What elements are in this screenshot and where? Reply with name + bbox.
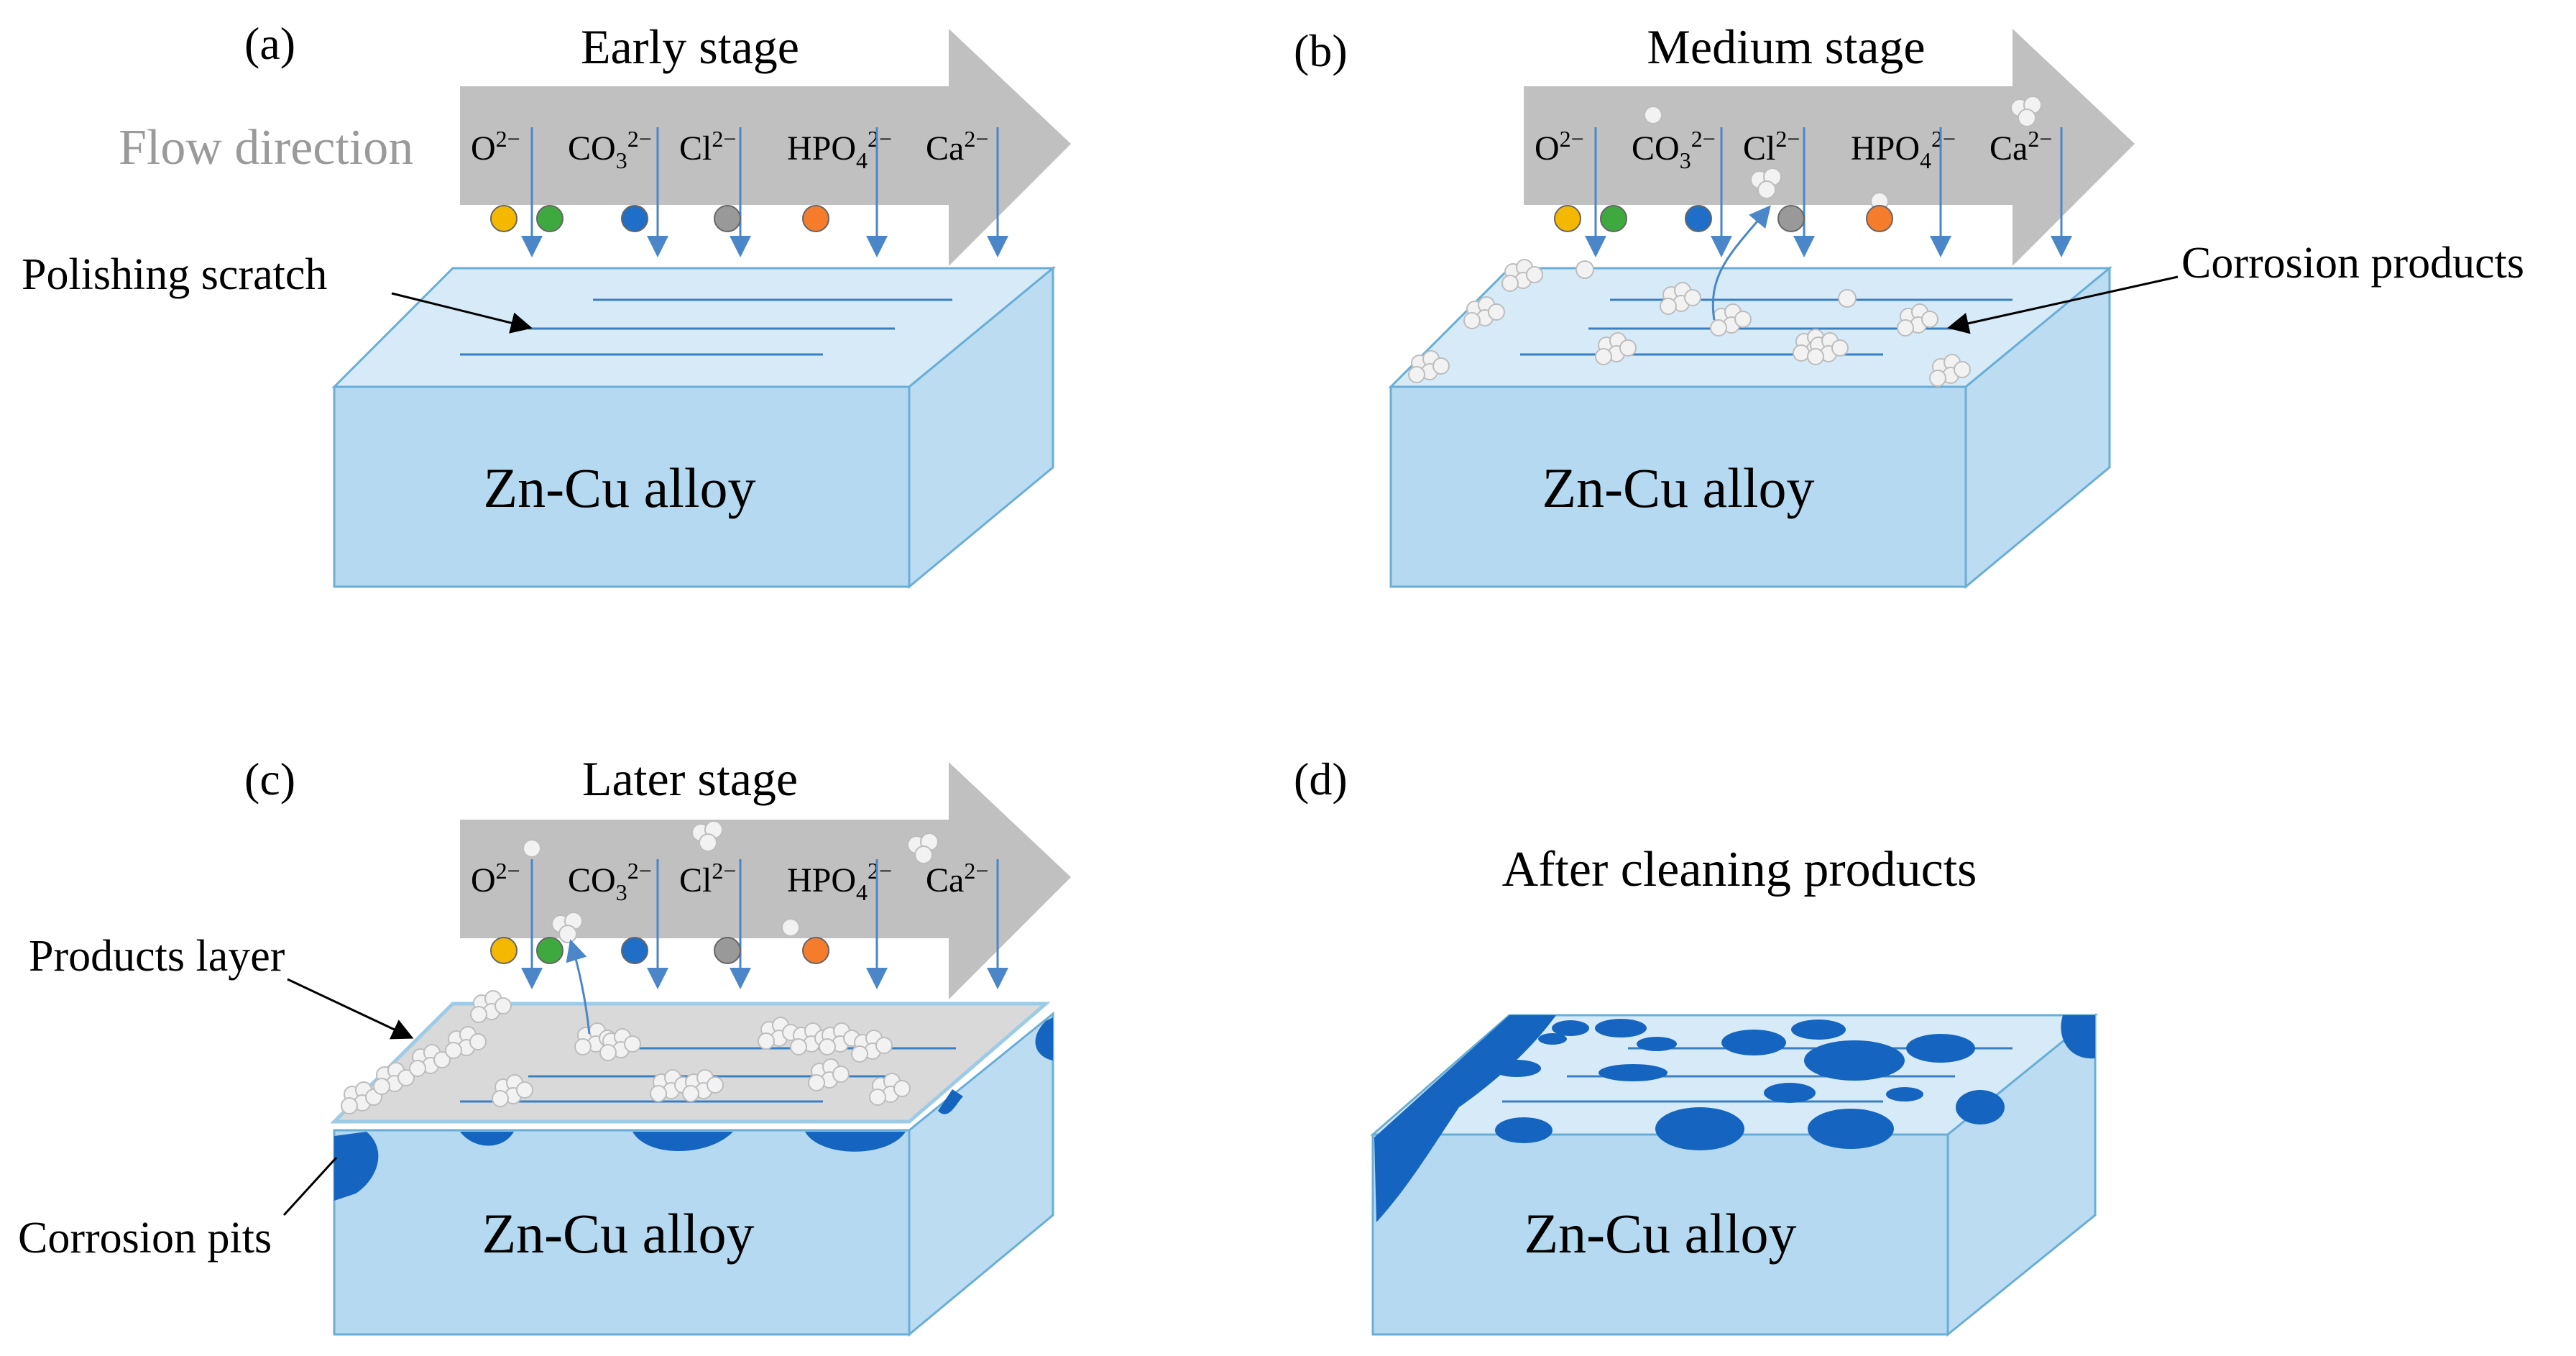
- ion-label: O2−: [1535, 126, 1584, 168]
- callout-leader: [391, 292, 533, 334]
- diffusion-arrow: [566, 939, 591, 1035]
- ion-label: Cl2−: [1743, 126, 1800, 168]
- alloy-label: Zn-Cu alloy: [1524, 1202, 1796, 1265]
- ion-label: Ca2−: [926, 858, 988, 899]
- panel-label: (a): [244, 18, 295, 69]
- ion-row: O2− CO32− Cl2− HPO42− Ca2−: [471, 858, 1008, 989]
- alloy-label: Zn-Cu alloy: [483, 457, 755, 519]
- flow-direction-label: Flow direction: [119, 120, 413, 175]
- ion-dot: [536, 205, 564, 232]
- stage-title: Early stage: [581, 19, 799, 74]
- ion-label: HPO42−: [787, 126, 892, 173]
- stage-title: After cleaning products: [1502, 842, 1977, 897]
- ion-label: Cl2−: [679, 858, 736, 899]
- callout-products-layer: Products layer: [29, 932, 285, 981]
- flow-arrow-icon: [460, 29, 1071, 266]
- stage-title: Later stage: [582, 751, 798, 806]
- ion-row: O2− CO32− Cl2− HPO42− Ca2−: [471, 126, 1008, 257]
- panel-a: (a) Early stage Flow direction Zn-Cu all…: [22, 18, 1071, 590]
- ion-dot: [1777, 205, 1805, 232]
- ion-dot: [1866, 205, 1893, 232]
- ion-dot: [490, 937, 518, 964]
- ion-label: Ca2−: [1990, 126, 2052, 168]
- callout-corrosion-pits: Corrosion pits: [18, 1214, 272, 1263]
- ion-dot: [621, 937, 648, 964]
- ion-row: O2− CO32− Cl2− HPO42− Ca2−: [1535, 126, 2072, 257]
- ion-dot: [802, 937, 829, 964]
- alloy-front-face: [333, 1129, 911, 1336]
- corrosion-products: [341, 820, 939, 1114]
- panel-c: (c) Later stage Zn-Cu alloy: [18, 751, 1071, 1337]
- ion-dot: [621, 205, 648, 232]
- panel-label: (c): [244, 753, 295, 805]
- ion-dot: [714, 937, 741, 964]
- flow-arrow-icon: [460, 762, 1071, 999]
- callout-leader: [287, 978, 414, 1040]
- corrosion-pits: [1374, 1015, 2095, 1222]
- callout-leader: [1947, 275, 2179, 334]
- flow-arrow-icon: [1524, 29, 2135, 266]
- ion-dot: [1554, 205, 1581, 232]
- alloy-label: Zn-Cu alloy: [1542, 457, 1814, 519]
- alloy-label: Zn-Cu alloy: [482, 1202, 754, 1265]
- panel-label: (b): [1294, 25, 1348, 76]
- ion-label: O2−: [471, 126, 520, 168]
- ion-dot: [490, 205, 518, 232]
- diffusion-arrow: [1711, 205, 1771, 321]
- ion-label: O2−: [471, 858, 520, 899]
- ion-dot: [1685, 205, 1712, 232]
- ion-dot: [714, 205, 741, 232]
- ion-dot: [536, 937, 564, 964]
- alloy-front-face: [333, 385, 911, 588]
- panel-b: (b) Medium stage Zn-Cu alloy: [1294, 19, 2524, 590]
- corrosion-products: [1408, 96, 2042, 387]
- ion-label: CO32−: [568, 126, 652, 173]
- corrosion-pits: [334, 1017, 1053, 1201]
- ion-dot: [802, 205, 829, 232]
- ion-label: Cl2−: [679, 126, 736, 168]
- alloy-front-face: [1389, 385, 1967, 588]
- ion-label: Ca2−: [926, 126, 988, 168]
- stage-title: Medium stage: [1647, 19, 1925, 74]
- panel-label: (d): [1294, 753, 1348, 805]
- alloy-front-face: [1371, 1133, 1949, 1336]
- ion-label: CO32−: [568, 858, 652, 905]
- callout-corrosion-products: Corrosion products: [2181, 239, 2524, 288]
- ion-dot: [1600, 205, 1627, 232]
- ion-label: HPO42−: [1851, 126, 1956, 173]
- ion-label: CO32−: [1632, 126, 1716, 173]
- callout-leader: [282, 1156, 338, 1217]
- ion-label: HPO42−: [787, 858, 892, 905]
- callout-polishing-scratch: Polishing scratch: [22, 250, 327, 299]
- panel-d: (d) After cleaning products Zn-Cu alloy: [1294, 753, 2099, 1337]
